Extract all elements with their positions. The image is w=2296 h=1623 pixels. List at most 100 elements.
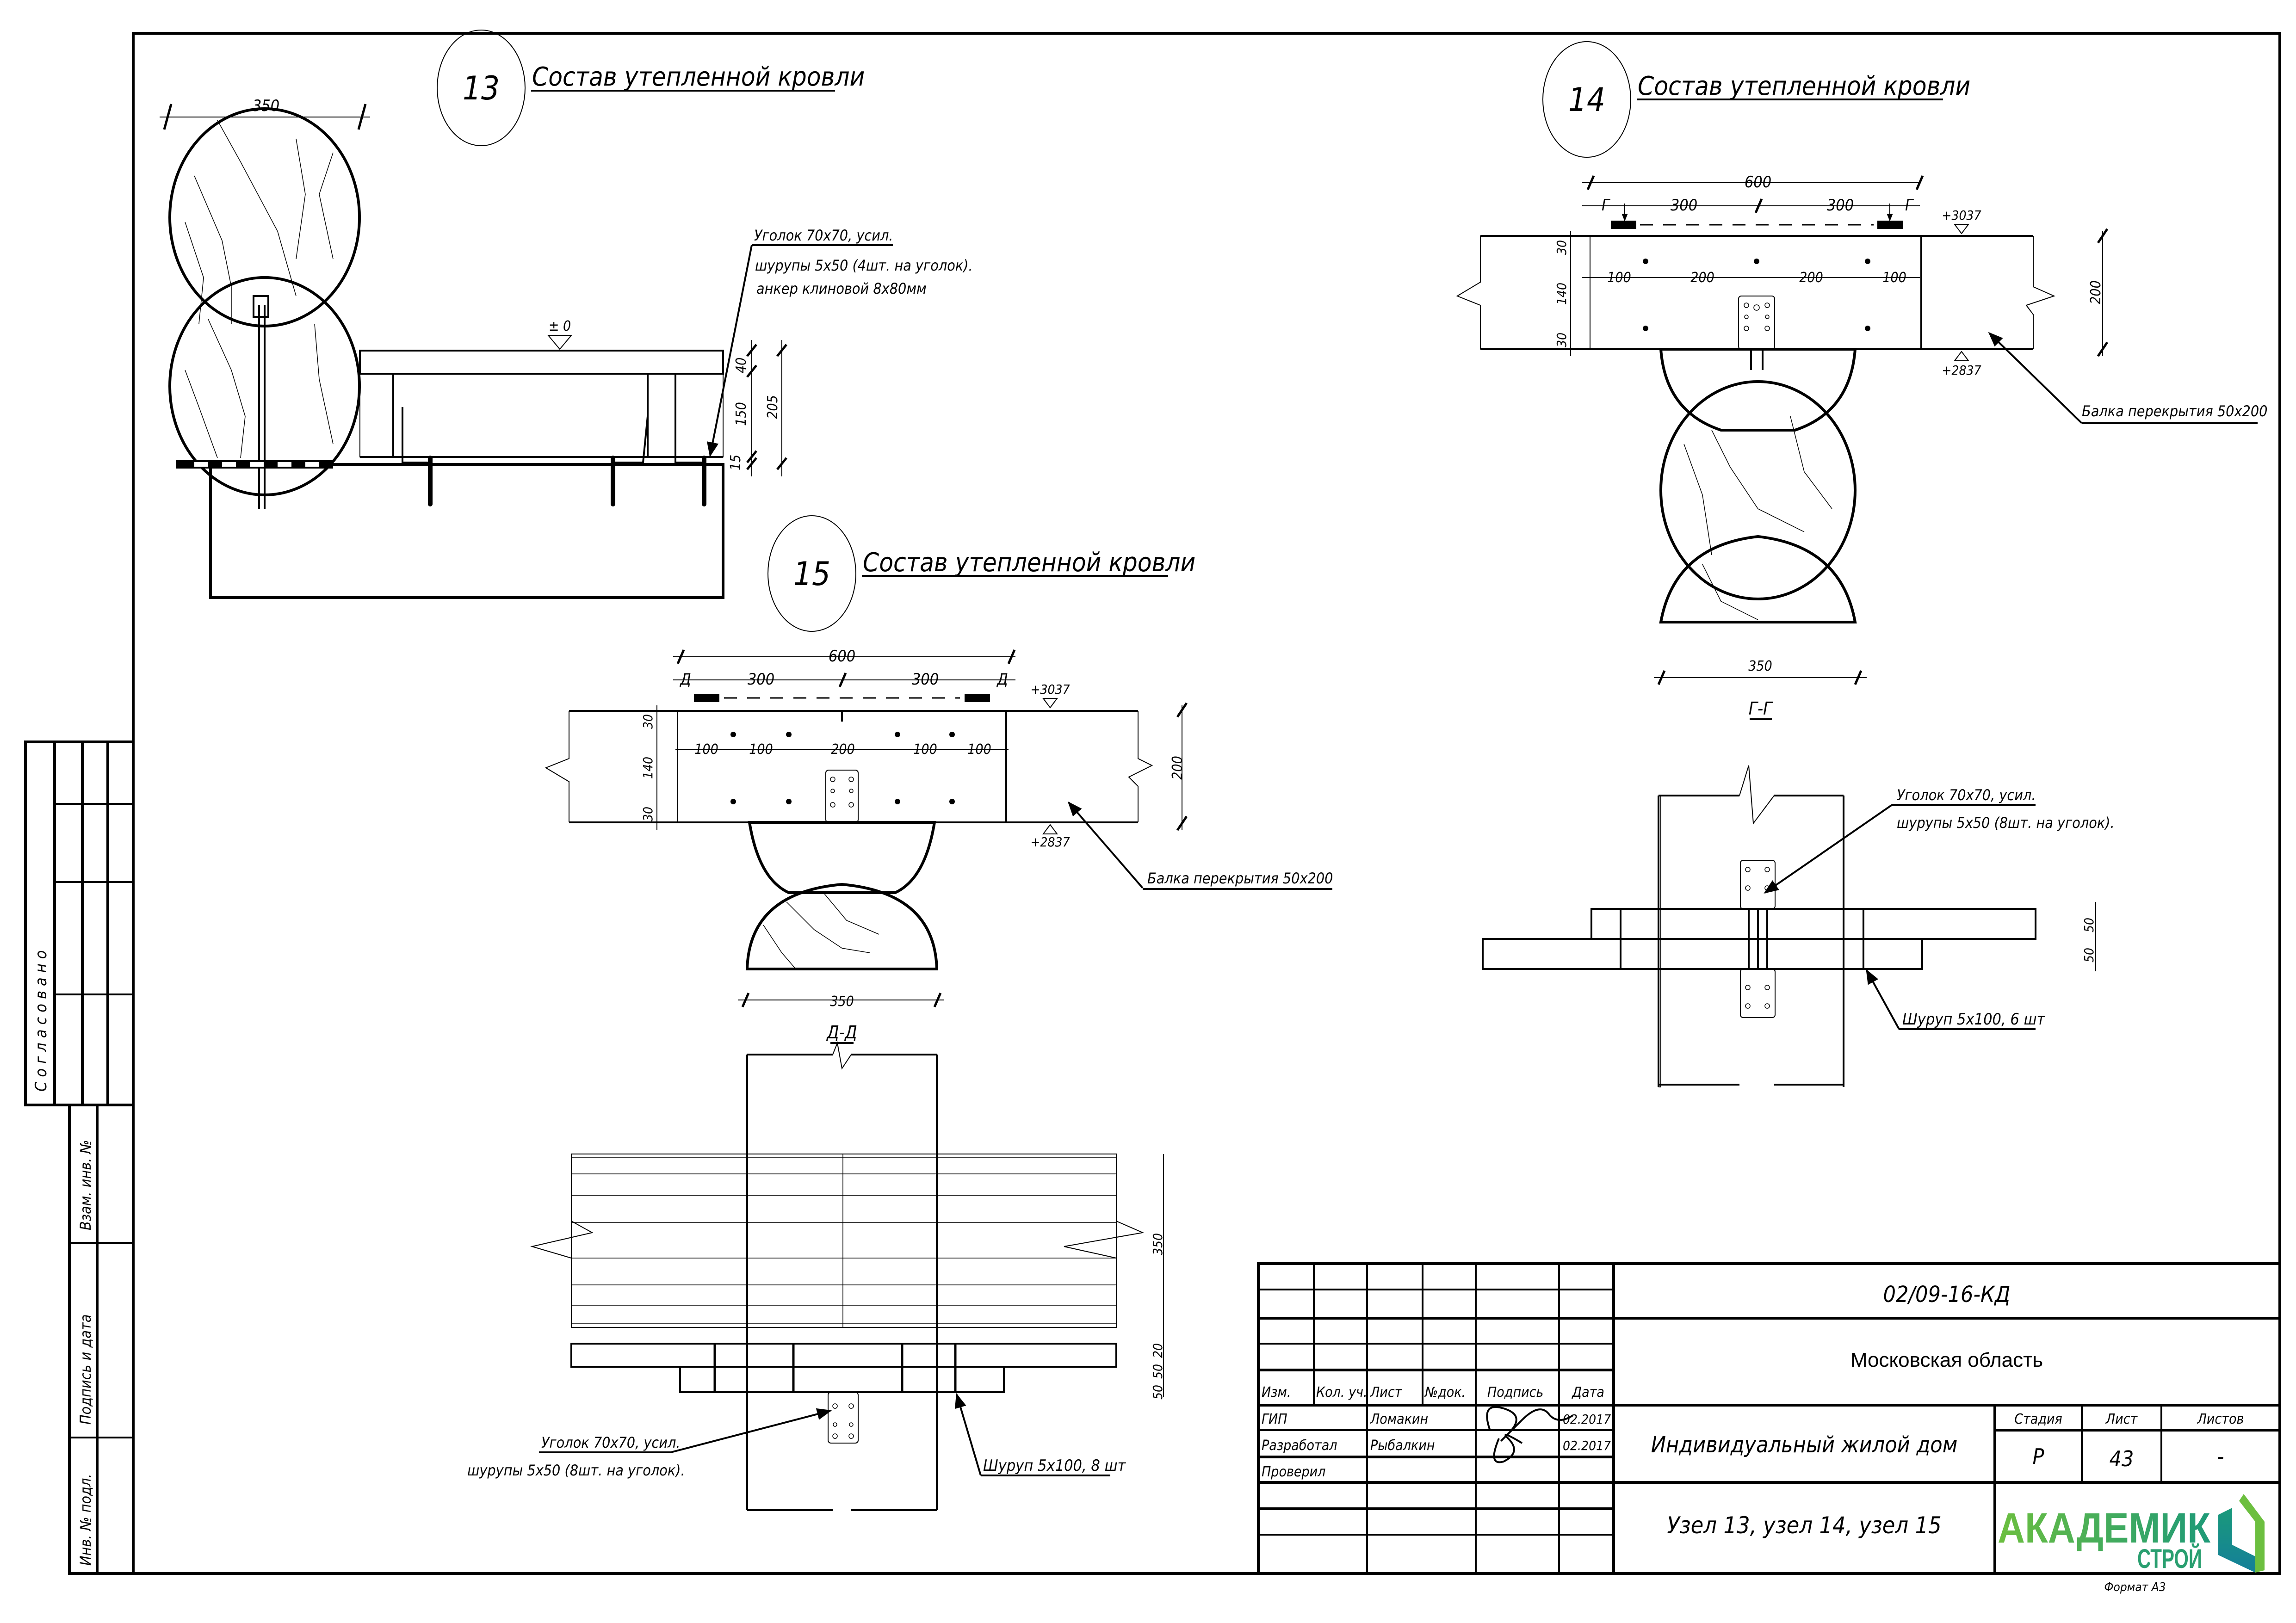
node-14-dim-600: 600 xyxy=(1745,173,1771,191)
insulation-layer xyxy=(359,373,724,457)
title-block: Изм. Кол. уч. Лист №док. Подпись Дата ГИ… xyxy=(1257,1262,2281,1575)
node-14-space-4: 100 xyxy=(1882,270,1906,286)
staff-date-0: 02.2017 xyxy=(1563,1412,1611,1427)
node-13-bubble xyxy=(437,30,526,146)
sheets-label: Листов xyxy=(2197,1411,2244,1427)
staff-name-0: Ломакин xyxy=(1370,1411,1428,1427)
signature xyxy=(1486,1406,1574,1463)
screed-layer xyxy=(359,350,724,375)
section-g-dim-50a: 50 xyxy=(2081,918,2097,932)
node-15: 15 Состав утепленной кровли 600 300 300 … xyxy=(467,515,1333,1511)
node-13: 13 Состав утепленной кровли 350 xyxy=(160,30,973,599)
section-g-callout-2: шурупы 5х50 (8шт. на уголок). xyxy=(1897,814,2115,832)
node-14-section-left: Г xyxy=(1602,196,1611,215)
node-15-space-4: 100 xyxy=(913,741,937,758)
staff-role-2: Проверил xyxy=(1262,1464,1325,1480)
node-13-title: Состав утепленной кровли xyxy=(532,62,865,92)
node-14-dim-140: 140 xyxy=(1554,283,1569,305)
sheet-value: 43 xyxy=(2110,1446,2134,1471)
section-d-dim-50a: 50 xyxy=(1150,1364,1165,1379)
company-logo: АКАДЕМИК СТРОЙ xyxy=(1998,1494,2265,1574)
node-14: 14 Состав утепленной кровли 600 300 300 … xyxy=(1456,41,2267,1087)
log-15 xyxy=(745,882,939,970)
section-g-screw-callout: Шуруп 5х100, 6 шт xyxy=(1902,1010,2046,1029)
node-15-title: Состав утепленной кровли xyxy=(863,548,1195,578)
node-15-level-bottom: +2837 xyxy=(1030,834,1070,850)
section-d-screw-callout: Шуруп 5х100, 8 шт xyxy=(983,1456,1126,1475)
hdr-list: Лист xyxy=(1370,1384,1403,1401)
section-d-dim-20: 20 xyxy=(1150,1343,1165,1358)
node-15-dim-300a: 300 xyxy=(748,670,774,689)
object-name: Индивидуальный жилой дом xyxy=(1651,1432,1958,1458)
node-14-space-2: 200 xyxy=(1690,270,1714,286)
logo-house-icon xyxy=(2218,1508,2255,1573)
stage-value: Р xyxy=(2033,1444,2044,1469)
node-14-space-1: 100 xyxy=(1607,270,1631,286)
staff-name-1: Рыбалкин xyxy=(1370,1438,1435,1454)
ref-inv-label: Взам. инв. № xyxy=(77,1140,94,1230)
section-d-callout-2: шурупы 5х50 (8шт. на уголок). xyxy=(467,1462,685,1479)
node-15-dim-200: 200 xyxy=(1170,756,1186,780)
node-15-space-1: 100 xyxy=(694,741,718,758)
node-14-dim-30b: 30 xyxy=(1554,333,1569,347)
node-15-log-width: 350 xyxy=(830,994,854,1010)
section-d-title: Д-Д xyxy=(826,1022,857,1043)
logo-main-text: АКАДЕМИК xyxy=(1998,1505,2211,1552)
sign-date-label: Подпись и дата xyxy=(77,1314,94,1425)
node-13-level: ± 0 xyxy=(549,318,571,334)
agreed-label: Согласовано xyxy=(32,946,50,1092)
sheet-title: Узел 13, узел 14, узел 15 xyxy=(1667,1512,1941,1539)
staff-role-1: Разработал xyxy=(1262,1438,1337,1454)
section-g-dim-50b: 50 xyxy=(2081,948,2097,963)
side-stamp: Согласовано Взам. инв. № Подпись и дата … xyxy=(24,741,135,1575)
node-14-section-right: Г xyxy=(1905,196,1914,215)
logo-sub-text: СТРОЙ xyxy=(2137,1544,2202,1574)
doc-code: 02/09-16-КД xyxy=(1883,1282,2011,1308)
node-13-callout-3: анкер клиновой 8х80мм xyxy=(756,280,927,297)
node-13-dim-40: 40 xyxy=(733,358,749,373)
node-13-dim-width: 350 xyxy=(253,97,279,115)
node-13-dim-205: 205 xyxy=(765,395,781,419)
node-15-space-3: 200 xyxy=(831,741,855,758)
log-wall-elevation xyxy=(571,1154,1117,1328)
node-14-space-3: 200 xyxy=(1799,270,1823,286)
log-14 xyxy=(1659,380,1857,600)
node-13-dim-15: 15 xyxy=(728,455,744,470)
node-15-section-right: Д xyxy=(996,670,1008,689)
section-d-dim-50b: 50 xyxy=(1150,1385,1165,1400)
staff-date-1: 02.2017 xyxy=(1563,1438,1611,1453)
node-14-dim-200: 200 xyxy=(2088,280,2104,304)
node-14-dim-300a: 300 xyxy=(1671,196,1697,215)
concrete-slab xyxy=(209,463,724,599)
log-upper xyxy=(168,107,361,327)
hdr-sign: Подпись xyxy=(1487,1384,1543,1401)
format-label: Формат А3 xyxy=(2104,1580,2166,1594)
section-d-dim-350: 350 xyxy=(1150,1233,1165,1255)
node-15-section-left: Д xyxy=(679,670,691,689)
node-14-bubble xyxy=(1542,41,1631,158)
node-15-number: 15 xyxy=(793,555,830,593)
section-d-callout-1: Уголок 70х70, усил. xyxy=(541,1434,681,1451)
node-14-number: 14 xyxy=(1568,81,1605,119)
node-13-callout-2: шурупы 5х50 (4шт. на уголок). xyxy=(755,257,973,274)
node-13-callout-1: Уголок 70х70, усил. xyxy=(754,227,893,244)
node-15-bubble xyxy=(767,515,856,632)
hdr-date: Дата xyxy=(1572,1384,1604,1401)
stage-label: Стадия xyxy=(2014,1411,2062,1427)
node-15-dim-600: 600 xyxy=(829,647,855,666)
inv-orig-label: Инв. № подл. xyxy=(77,1474,94,1566)
node-13-number: 13 xyxy=(463,69,500,107)
hdr-ndoc: №док. xyxy=(1424,1384,1466,1401)
sheet-label: Лист xyxy=(2105,1411,2138,1427)
staff-role-0: ГИП xyxy=(1262,1411,1287,1427)
node-15-space-5: 100 xyxy=(967,741,991,758)
node-14-title: Состав утепленной кровли xyxy=(1638,71,1970,101)
node-15-dim-30a: 30 xyxy=(640,714,656,729)
section-g-callout-1: Уголок 70х70, усил. xyxy=(1897,786,2036,804)
node-15-space-2: 100 xyxy=(749,741,773,758)
node-14-dim-30a: 30 xyxy=(1554,240,1569,255)
node-14-dim-300b: 300 xyxy=(1827,196,1854,215)
node-13-dim-150: 150 xyxy=(733,402,749,426)
node-15-beam-callout: Балка перекрытия 50х200 xyxy=(1147,870,1333,887)
node-15-dim-140: 140 xyxy=(640,757,656,779)
